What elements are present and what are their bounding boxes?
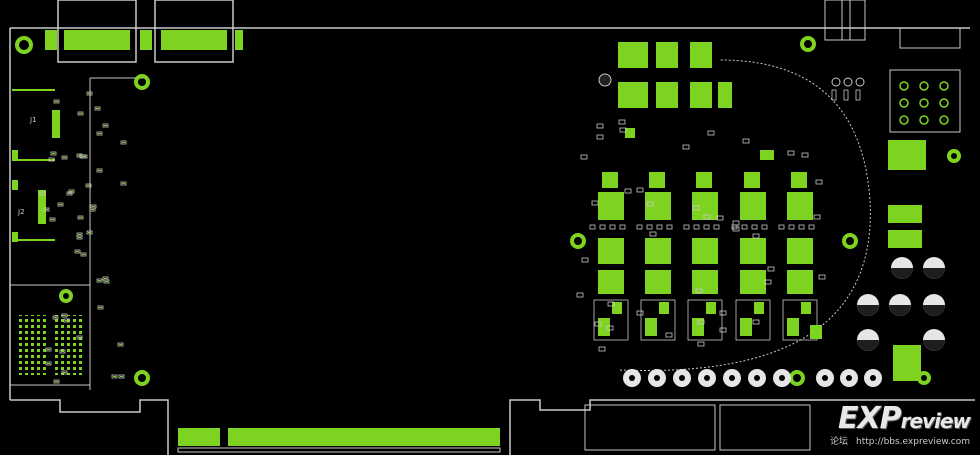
- pcie-edge-connector: [177, 428, 501, 453]
- watermark-logo: EXPreview 论坛 http://bbs.expreview.com: [829, 401, 971, 447]
- board-outline: [9, 27, 975, 455]
- vrm-power-stage: [576, 119, 826, 352]
- watermark-cn: 论坛: [829, 437, 848, 447]
- mounting-holes: [15, 36, 961, 386]
- round-capacitors: [623, 257, 945, 387]
- watermark-url: http://bbs.expreview.com: [856, 437, 970, 447]
- watermark-main: EXP: [838, 401, 902, 436]
- passive-components-left: [39, 91, 127, 384]
- vrm-arc-outline: [619, 59, 871, 372]
- top-connectors: [45, 0, 243, 63]
- silk-label-j2: J2: [17, 208, 25, 216]
- bottom-right-components: [584, 345, 921, 451]
- silk-label-j1: J1: [29, 116, 37, 124]
- left-io-components: J1 J2: [12, 89, 82, 375]
- power-connector: [824, 0, 961, 248]
- connector-pins: [598, 73, 949, 125]
- input-capacitors: [618, 42, 732, 108]
- watermark-sub: review: [900, 409, 971, 433]
